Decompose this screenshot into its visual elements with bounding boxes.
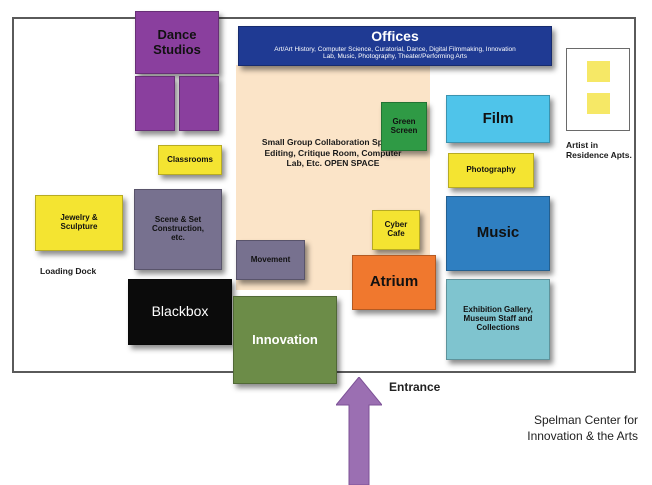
cyber-cafe-label: Cyber Cafe bbox=[384, 220, 408, 238]
credit-caption: Spelman Center for Innovation & the Arts bbox=[470, 412, 638, 444]
exhibition-gallery-label: Exhibition Gallery, Museum Staff and Col… bbox=[463, 305, 533, 332]
blackbox-label: Blackbox bbox=[151, 303, 209, 320]
dance-studio-unit-left bbox=[135, 76, 175, 131]
artist-apt-unit-bottom bbox=[587, 93, 610, 114]
green-screen-label: Green Screen bbox=[390, 116, 418, 135]
cyber-cafe-room: Cyber Cafe bbox=[372, 210, 420, 250]
classrooms-label: Classrooms bbox=[167, 154, 213, 164]
loading-dock-label: Loading Dock bbox=[40, 266, 97, 276]
entrance-arrow-icon bbox=[336, 377, 382, 485]
jewelry-sculpture-room: Jewelry & Sculpture bbox=[35, 195, 123, 251]
classrooms-room: Classrooms bbox=[158, 145, 222, 175]
music-room: Music bbox=[446, 196, 550, 271]
artist-apt-unit-top bbox=[587, 61, 610, 82]
offices-room: Offices Art/Art History, Computer Scienc… bbox=[238, 26, 552, 66]
artist-residence-box bbox=[566, 48, 630, 131]
open-space-label: Small Group Collaboration Spaces, Editin… bbox=[261, 137, 405, 169]
innovation-label: Innovation bbox=[252, 331, 318, 347]
scene-set-construction-room: Scene & Set Construction, etc. bbox=[134, 189, 222, 270]
offices-detail: Art/Art History, Computer Science, Curat… bbox=[274, 45, 516, 61]
atrium-label: Atrium bbox=[369, 273, 419, 291]
blackbox-room: Blackbox bbox=[128, 279, 232, 345]
movement-room: Movement bbox=[236, 240, 305, 280]
green-screen-room: Green Screen bbox=[381, 102, 427, 151]
scene-set-label: Scene & Set Construction, etc. bbox=[152, 215, 204, 242]
film-room: Film bbox=[446, 95, 550, 143]
innovation-room: Innovation bbox=[233, 296, 337, 384]
entrance-label: Entrance bbox=[389, 380, 441, 394]
artist-residence-label: Artist in Residence Apts. bbox=[566, 140, 632, 161]
credit-line-2: Innovation & the Arts bbox=[527, 429, 638, 444]
dance-studios-label: Dance Studios bbox=[153, 26, 201, 57]
offices-title: Offices bbox=[371, 28, 419, 44]
dance-studios-room: Dance Studios bbox=[135, 11, 219, 74]
credit-line-1: Spelman Center for bbox=[533, 413, 638, 427]
photography-label: Photography bbox=[466, 165, 516, 175]
exhibition-gallery-room: Exhibition Gallery, Museum Staff and Col… bbox=[446, 279, 550, 360]
film-label: Film bbox=[482, 109, 514, 127]
photography-room: Photography bbox=[448, 153, 534, 188]
music-label: Music bbox=[476, 224, 520, 242]
atrium-room: Atrium bbox=[352, 255, 436, 310]
movement-label: Movement bbox=[250, 254, 291, 264]
jewelry-sculpture-label: Jewelry & Sculpture bbox=[60, 213, 98, 231]
dance-studio-unit-right bbox=[179, 76, 219, 131]
